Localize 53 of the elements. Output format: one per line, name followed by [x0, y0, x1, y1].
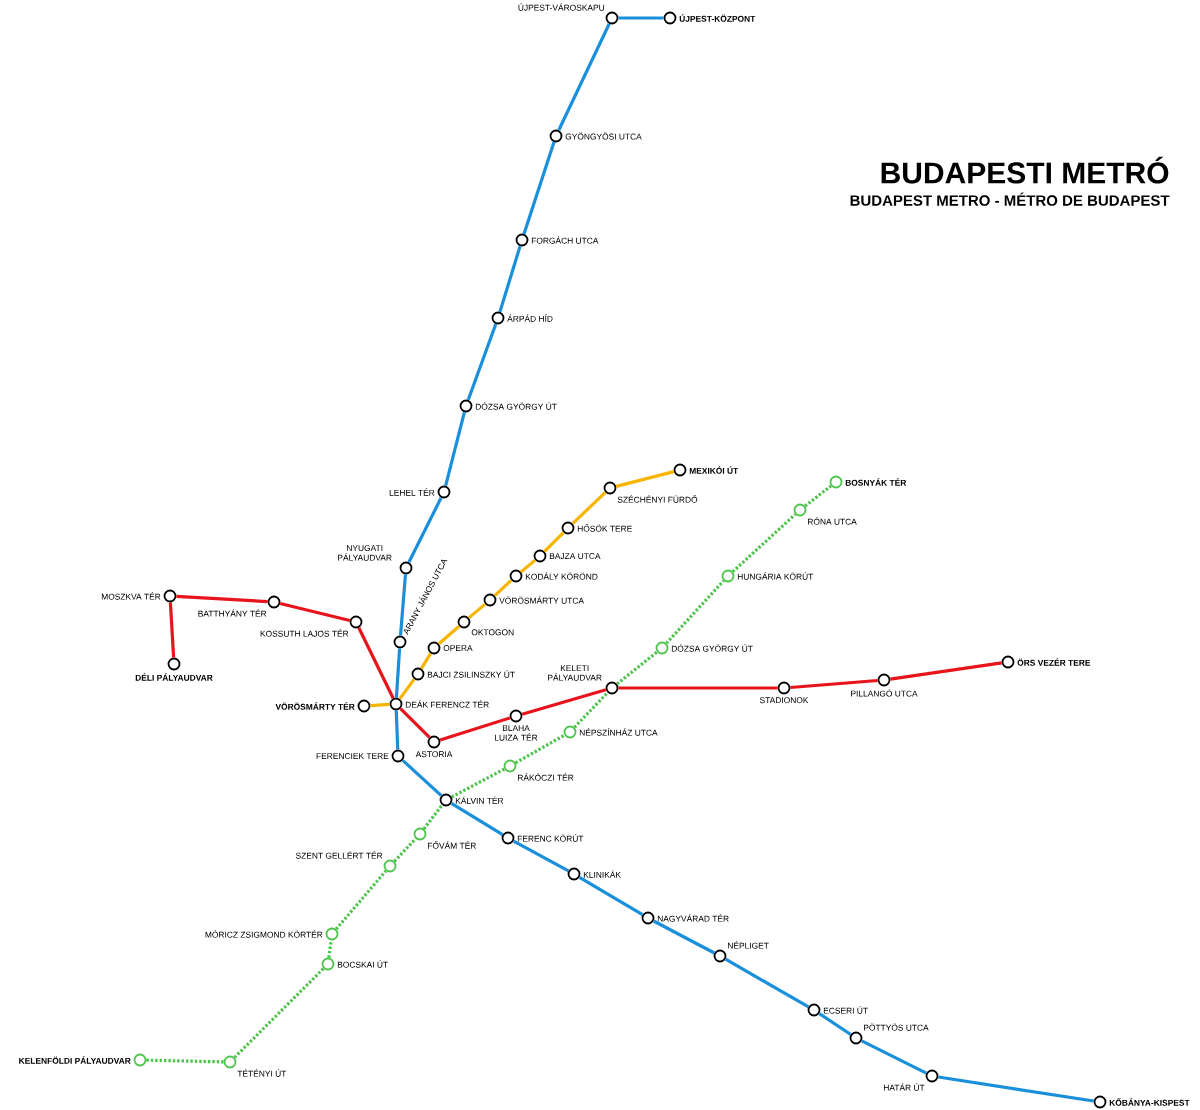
- metro-line: [279, 601, 351, 623]
- metro-line: [393, 837, 417, 863]
- metro-line: [327, 940, 333, 958]
- metro-line: [724, 957, 810, 1009]
- metro-line: [357, 627, 395, 699]
- metro-line: [557, 23, 611, 131]
- metro-line: [168, 602, 176, 658]
- metro-line: [521, 688, 607, 716]
- metro-line: [804, 484, 832, 508]
- metro-line: [731, 513, 797, 573]
- metro-line: [818, 1012, 852, 1036]
- metro-line: [466, 323, 498, 401]
- metro-line: [618, 686, 778, 690]
- metro-line: [394, 648, 402, 698]
- metro-line: [401, 759, 443, 797]
- metro-line: [146, 1058, 224, 1064]
- metro-line: [467, 602, 487, 620]
- metro-line: [573, 691, 609, 729]
- metro-line: [176, 594, 268, 604]
- metro-line: [861, 1039, 927, 1075]
- metro-line: [618, 16, 664, 20]
- metro-line: [938, 1075, 1094, 1103]
- metro-line: [790, 678, 878, 690]
- metro-line: [578, 875, 644, 917]
- metro-line: [399, 707, 431, 739]
- metro-line: [444, 411, 466, 487]
- metro-line: [652, 919, 716, 955]
- metro-line: [543, 531, 565, 553]
- metro-line: [616, 650, 658, 686]
- metro-line: [493, 579, 513, 597]
- metro-line: [398, 574, 408, 636]
- metro-line: [422, 804, 444, 830]
- metro-line: [394, 710, 400, 750]
- metro-line: [450, 802, 504, 837]
- metro-line: [571, 491, 607, 525]
- metro-line: [450, 767, 506, 799]
- metro-line: [522, 141, 556, 235]
- metro-line: [420, 652, 432, 670]
- metro-line: [334, 869, 388, 931]
- metro-line: [519, 558, 537, 574]
- metro-line: [233, 967, 325, 1059]
- map-title: BUDAPESTI METRÓ: [881, 156, 1169, 184]
- metro-line: [439, 716, 511, 742]
- metro-line: [514, 733, 566, 765]
- metro-line: [512, 839, 570, 873]
- metro-line: [665, 579, 725, 645]
- metro-line: [615, 470, 675, 488]
- metro-line: [437, 625, 461, 646]
- metro-line: [498, 245, 522, 313]
- metro-line: [407, 497, 443, 563]
- metro-line: [398, 678, 416, 700]
- metro-line: [890, 661, 1002, 681]
- metro-line: [370, 702, 390, 708]
